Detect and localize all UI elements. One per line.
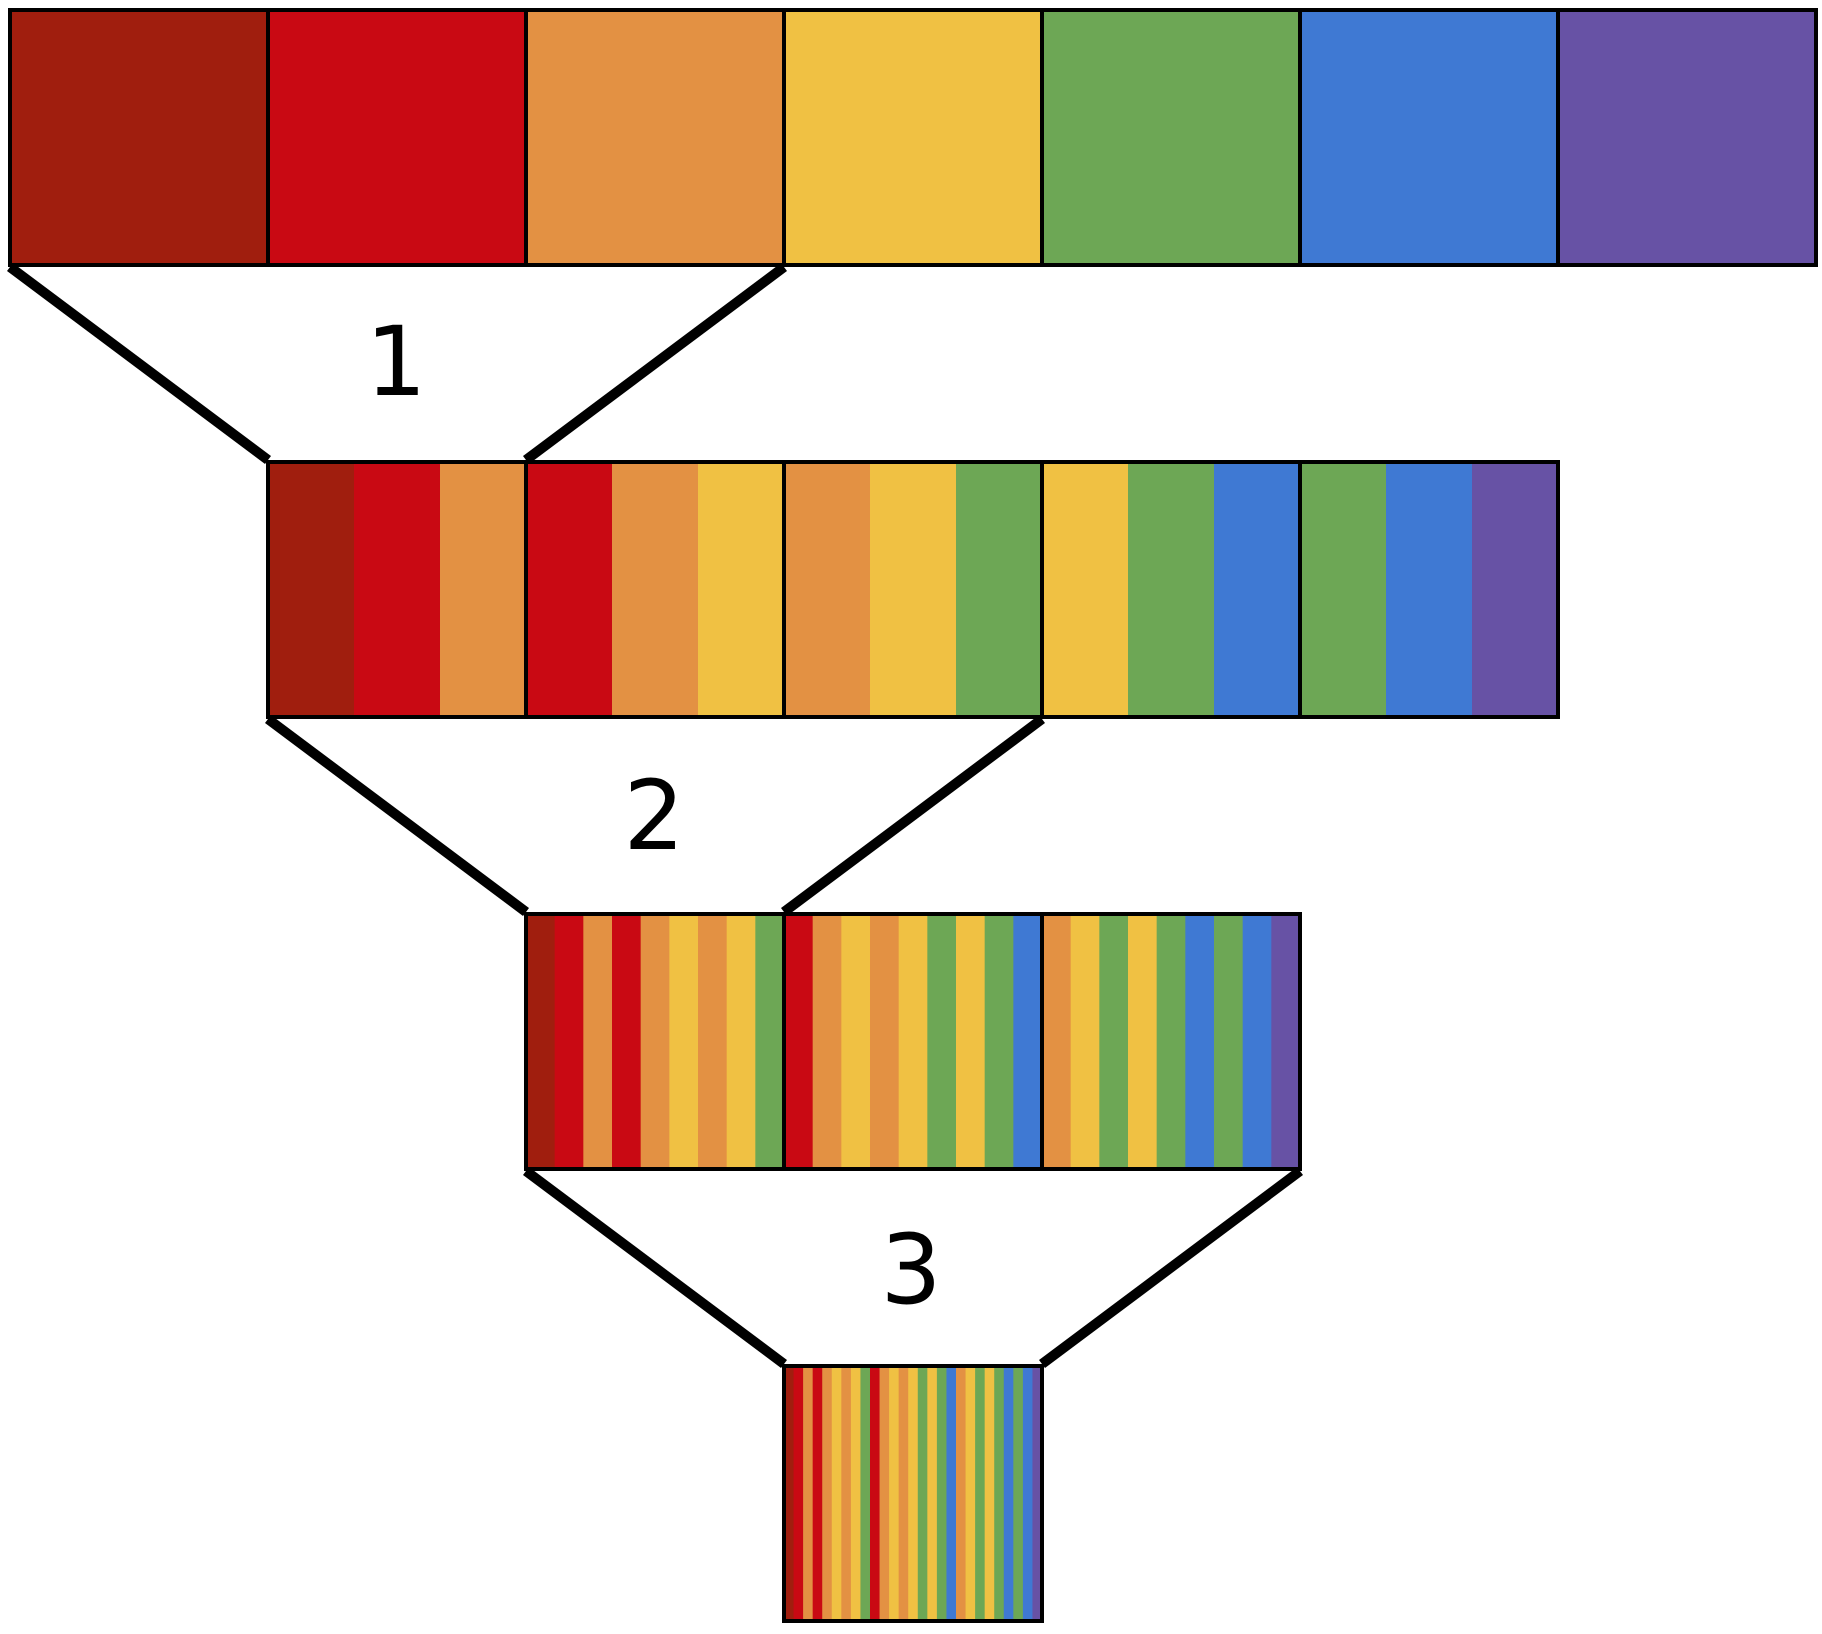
color-stripe xyxy=(1242,914,1272,1169)
color-stripe xyxy=(554,914,584,1169)
color-stripe xyxy=(10,10,269,265)
connector-right-1 xyxy=(523,262,787,465)
color-stripe xyxy=(803,1366,814,1621)
color-stripe xyxy=(1099,914,1129,1169)
color-stripe xyxy=(1022,1366,1034,1621)
connector-right-2 xyxy=(781,714,1045,917)
color-stripe xyxy=(927,1366,938,1621)
connector-left-1 xyxy=(7,262,271,465)
color-stripe xyxy=(870,1366,881,1621)
strip-level-4 xyxy=(782,1364,1044,1623)
color-stripe xyxy=(1128,462,1215,717)
color-stripe xyxy=(908,1366,919,1621)
color-stripe xyxy=(1214,462,1301,717)
color-stripe xyxy=(784,10,1043,265)
color-stripe xyxy=(755,914,785,1169)
color-stripe xyxy=(898,1366,909,1621)
strip-level-1 xyxy=(8,8,1818,267)
color-stripe xyxy=(669,914,699,1169)
color-stripe xyxy=(1042,462,1129,717)
strip-level-3 xyxy=(524,912,1302,1171)
color-stripe xyxy=(984,914,1014,1169)
color-stripe xyxy=(1042,10,1301,265)
color-stripe xyxy=(812,1366,823,1621)
color-stripe xyxy=(927,914,957,1169)
color-stripe xyxy=(889,1366,900,1621)
color-stripe xyxy=(1300,462,1387,717)
strip-level-2 xyxy=(266,460,1560,719)
color-stripe xyxy=(841,914,871,1169)
color-stripe xyxy=(870,914,900,1169)
color-stripe xyxy=(870,462,957,717)
stage-label-1: 1 xyxy=(365,306,426,418)
color-stripe xyxy=(1042,914,1072,1169)
color-stripe xyxy=(526,462,613,717)
color-stripe xyxy=(1128,914,1158,1169)
color-stripe xyxy=(726,914,756,1169)
color-stripe xyxy=(917,1366,928,1621)
color-stripe xyxy=(698,914,728,1169)
color-stripe xyxy=(879,1366,890,1621)
color-stripe xyxy=(640,914,670,1169)
color-stripe xyxy=(583,914,613,1169)
connector-left-3 xyxy=(523,1166,787,1369)
strip-levels xyxy=(8,8,1818,1623)
color-stripe xyxy=(784,914,814,1169)
group-outline xyxy=(1040,912,1302,1171)
color-stripe xyxy=(860,1366,871,1621)
connector-right-3 xyxy=(1039,1166,1303,1369)
color-stripe xyxy=(1156,914,1186,1169)
color-stripe xyxy=(1271,914,1301,1169)
color-stripe xyxy=(612,462,699,717)
color-stripe xyxy=(994,1366,1005,1621)
color-stripe xyxy=(784,1366,795,1621)
color-stripe xyxy=(965,1366,976,1621)
color-stripe xyxy=(822,1366,833,1621)
color-stripe xyxy=(354,462,441,717)
color-stripe xyxy=(1003,1366,1014,1621)
color-stripe xyxy=(1558,10,1817,265)
color-stripe xyxy=(831,1366,842,1621)
color-stripe xyxy=(1185,914,1215,1169)
color-stripe xyxy=(440,462,527,717)
connector-lines xyxy=(7,262,1303,1369)
color-stripe xyxy=(841,1366,852,1621)
color-stripe xyxy=(956,914,986,1169)
color-stripe xyxy=(956,1366,967,1621)
group-outline xyxy=(782,1364,1044,1623)
color-stripe xyxy=(268,462,355,717)
color-stripe xyxy=(793,1366,804,1621)
stage-label-3: 3 xyxy=(880,1214,941,1326)
color-stripe xyxy=(698,462,785,717)
color-stripe xyxy=(1300,10,1559,265)
color-stripe xyxy=(526,10,785,265)
color-stripe xyxy=(812,914,842,1169)
color-stripe xyxy=(956,462,1043,717)
color-stripe xyxy=(984,1366,995,1621)
color-stripe xyxy=(1472,462,1559,717)
color-stripe xyxy=(1070,914,1100,1169)
color-stripe xyxy=(612,914,642,1169)
color-stripe xyxy=(975,1366,986,1621)
color-stripe xyxy=(946,1366,957,1621)
color-stripe xyxy=(1386,462,1473,717)
color-stripe xyxy=(784,462,871,717)
color-stripe xyxy=(850,1366,862,1621)
color-stripe xyxy=(268,10,527,265)
color-stripe xyxy=(1214,914,1244,1169)
color-stripe xyxy=(1032,1366,1043,1621)
color-stripe xyxy=(898,914,928,1169)
group-outline xyxy=(1556,8,1818,267)
color-stripe xyxy=(526,914,556,1169)
color-stripe xyxy=(936,1366,948,1621)
color-stripe xyxy=(1013,1366,1024,1621)
color-stripe xyxy=(1013,914,1043,1169)
connector-left-2 xyxy=(265,714,529,917)
group-outline xyxy=(1298,460,1560,719)
stage-label-2: 2 xyxy=(623,760,684,872)
